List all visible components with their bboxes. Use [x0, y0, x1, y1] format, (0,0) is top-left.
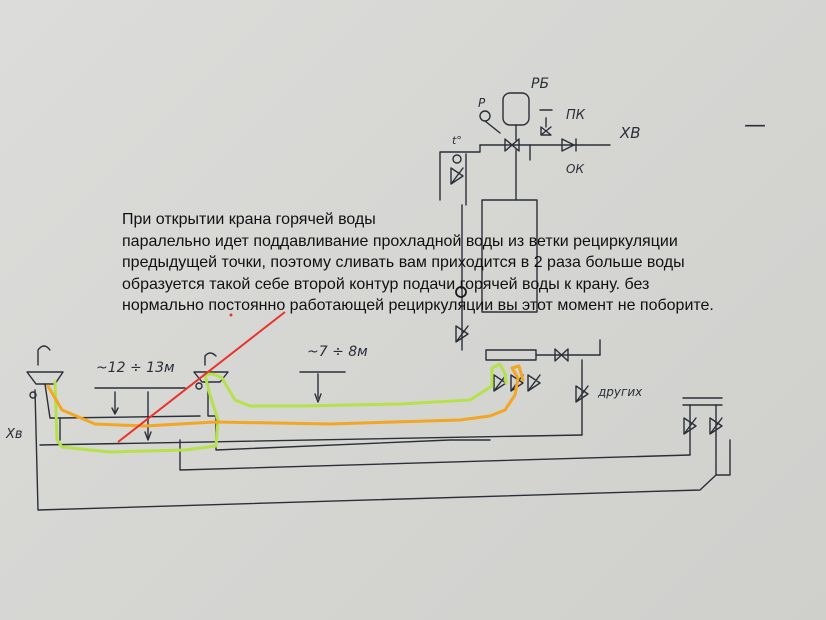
label-pk: ПК — [566, 108, 586, 123]
pump-icon — [455, 286, 467, 298]
annotation-line-4: образуется такой себе второй контур пода… — [122, 275, 650, 293]
thermo-valve — [450, 167, 464, 185]
check-valve — [561, 138, 577, 152]
annotation-text: При открытии крана горячей воды паралель… — [122, 209, 802, 317]
red-pointer-line — [117, 311, 286, 443]
annotation-line-2: паралельно идет поддавливание прохладной… — [122, 232, 678, 250]
label-distance-left: ~12 ÷ 13м — [96, 360, 175, 376]
annotation-line-1: При открытии крана горячей воды — [122, 211, 376, 228]
label-t: t° — [452, 134, 462, 147]
expansion-tank — [502, 92, 530, 141]
valve-return-3 — [527, 374, 541, 392]
orange-loop — [46, 364, 525, 428]
valve-riser — [455, 325, 469, 343]
thermometer-icon — [452, 154, 462, 164]
shutoff-valve — [504, 138, 520, 152]
valve-collector-2 — [709, 417, 723, 435]
label-xv: ХВ — [619, 124, 641, 142]
valve-branch — [575, 385, 589, 403]
annotation-line-3: предыдущей точки, поэтому сливать вам пр… — [122, 254, 685, 271]
stray-dash: — — [744, 113, 766, 138]
label-p: Р — [478, 96, 486, 110]
label-distance-right: ~7 ÷ 8м — [307, 344, 368, 360]
manifold — [485, 349, 537, 361]
water-heater-tank — [481, 199, 538, 313]
label-other: других — [597, 385, 643, 399]
green-loop — [53, 362, 508, 454]
label-ok: ОК — [566, 162, 584, 176]
label-xb: Хв — [5, 427, 23, 442]
pressure-gauge — [479, 110, 501, 134]
label-pb: РБ — [531, 76, 549, 92]
valve-collector-1 — [683, 417, 697, 435]
valve-manifold — [554, 348, 569, 362]
faucet-left — [26, 345, 64, 385]
annotation-line-5: нормально постоянно работающей рециркуля… — [122, 297, 714, 314]
safety-valve — [539, 109, 553, 136]
